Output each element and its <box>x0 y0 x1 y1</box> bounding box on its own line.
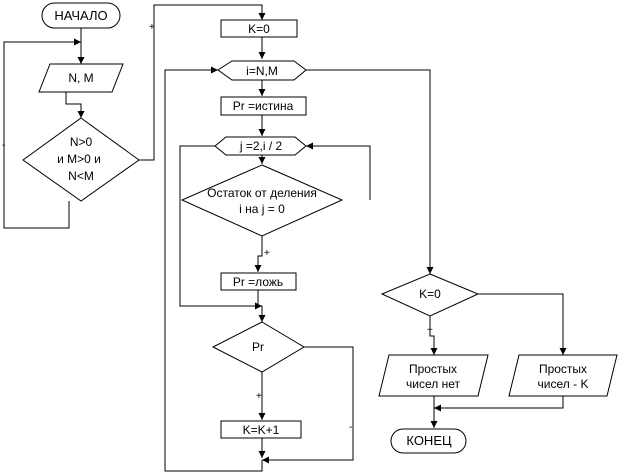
end-terminal <box>390 428 467 454</box>
pr-false-box <box>220 272 297 291</box>
remainder-true-sign: + <box>264 248 270 259</box>
connector-k-check-true <box>429 316 438 355</box>
pr-check-label: Pr <box>252 340 264 354</box>
connector-remainder-true <box>254 236 263 272</box>
k-inc-label: K=K+1 <box>243 423 280 437</box>
end-terminal-label: КОНЕЦ <box>406 433 452 448</box>
k-init-label: K=0 <box>248 22 270 36</box>
condition-line-1: N>0 <box>70 135 93 149</box>
k-check-true-sign: + <box>427 325 433 336</box>
loop-i-label: i=N,M <box>246 64 278 78</box>
no-primes-line-2: чисел нет <box>406 377 460 391</box>
connector-loop-i-back <box>164 66 263 472</box>
start-terminal <box>41 2 121 29</box>
pr-true-box <box>220 96 307 116</box>
k-check-diamond <box>380 273 480 317</box>
loop-j-label: j =2,i / 2 <box>239 139 283 153</box>
k-init-box <box>220 19 298 38</box>
connector-primes-k-to-end <box>434 396 564 412</box>
primes-k-line-2: чисел - K <box>538 377 589 391</box>
input-parallelogram <box>38 63 124 93</box>
pr-check-false-sign: - <box>349 422 352 433</box>
input-label: N, M <box>68 71 93 85</box>
connector-loop-i-exit <box>306 69 434 274</box>
primes-k-line-1: Простых <box>539 362 587 376</box>
condition-line-2: и M>0 и <box>57 152 101 166</box>
loop-i-hexagon <box>217 60 307 81</box>
k-inc-box <box>220 420 302 439</box>
no-primes-line-1: Простых <box>409 362 457 376</box>
condition-false-sign: - <box>2 140 5 151</box>
connector-k-check-false <box>478 293 567 355</box>
pr-false-label: Pr =ложь <box>233 275 283 289</box>
connector-loop-j-exit <box>179 145 262 310</box>
connector-condition-false-loop <box>3 38 81 229</box>
remainder-line-1: Остаток от деления <box>207 186 317 200</box>
remainder-line-2: i на j = 0 <box>239 202 285 216</box>
start-terminal-label: НАЧАЛО <box>54 8 107 23</box>
pr-true-label: Pr =истина <box>233 99 294 113</box>
condition-true-sign: + <box>149 22 155 33</box>
pr-check-true-sign: + <box>256 391 262 402</box>
remainder-diamond <box>180 164 344 237</box>
k-check-label: K=0 <box>419 287 441 301</box>
no-primes-parallelogram <box>378 354 489 397</box>
loop-j-hexagon <box>214 136 307 156</box>
connector-pr-check-false <box>262 346 354 464</box>
condition-line-3: N<M <box>68 169 94 183</box>
connector-condition-true <box>139 4 266 161</box>
primes-k-parallelogram <box>508 354 618 397</box>
connector-remainder-false-loop <box>306 142 371 200</box>
connector-input-to-condition <box>65 92 85 118</box>
pr-check-diamond <box>211 321 305 373</box>
condition-diamond <box>22 117 140 202</box>
